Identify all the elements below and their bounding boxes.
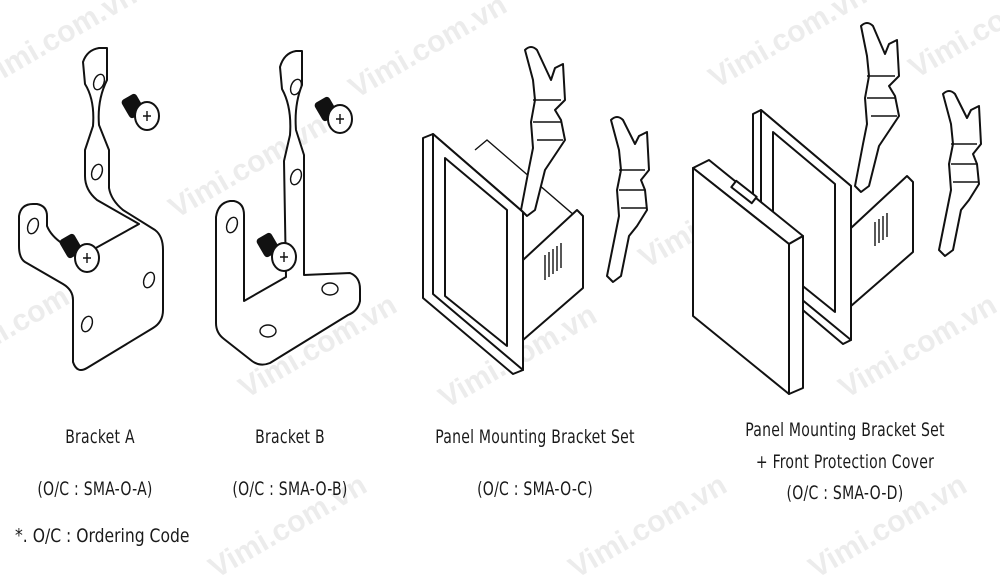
item-name-panel-set: Panel Mounting Bracket Set — [435, 426, 635, 448]
item-code-bracket-a: (O/C : SMA-O-A) — [37, 478, 153, 500]
screw-icon — [256, 232, 297, 272]
bracket-b-icon — [215, 50, 361, 366]
screw-icon — [314, 96, 353, 134]
panel-mount-bracket-cover-icon — [692, 22, 982, 395]
item-code-panel-set-cover: (O/C : SMA-O-D) — [786, 482, 904, 504]
grip-lines-icon — [874, 213, 888, 246]
screw-icon — [59, 233, 100, 273]
item-name-bracket-a: Bracket A — [65, 426, 135, 448]
item-code-panel-set: (O/C : SMA-O-C) — [477, 478, 593, 500]
item-name-bracket-b: Bracket B — [255, 426, 325, 448]
item-code-bracket-b: (O/C : SMA-O-B) — [232, 478, 348, 500]
item-name-panel-set-cover-line2: + Front Protection Cover — [755, 451, 935, 473]
footnote: *. O/C : Ordering Code — [15, 525, 190, 547]
grip-lines-icon — [544, 243, 562, 280]
panel-mount-bracket-set-icon — [422, 46, 650, 375]
screw-icon — [121, 93, 160, 131]
item-name-panel-set-cover: Panel Mounting Bracket Set — [745, 419, 945, 441]
bracket-a-icon — [18, 47, 164, 371]
